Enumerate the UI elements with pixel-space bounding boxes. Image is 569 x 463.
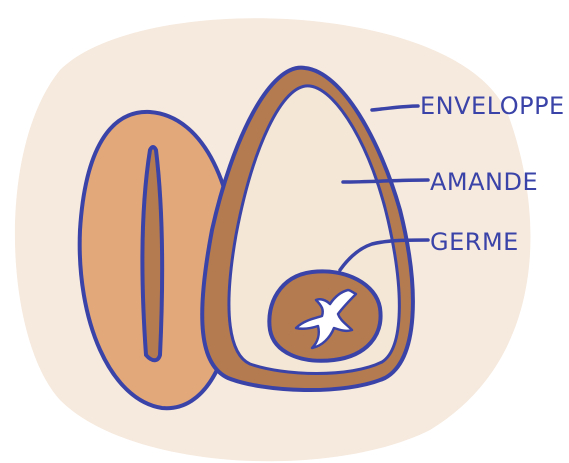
leader-almond <box>343 180 428 182</box>
label-envelope: ENVELOPPE <box>420 92 565 120</box>
label-almond: AMANDE <box>430 168 538 196</box>
seed-left-half-inner-groove <box>143 147 163 360</box>
label-germ: GERME <box>430 228 519 256</box>
